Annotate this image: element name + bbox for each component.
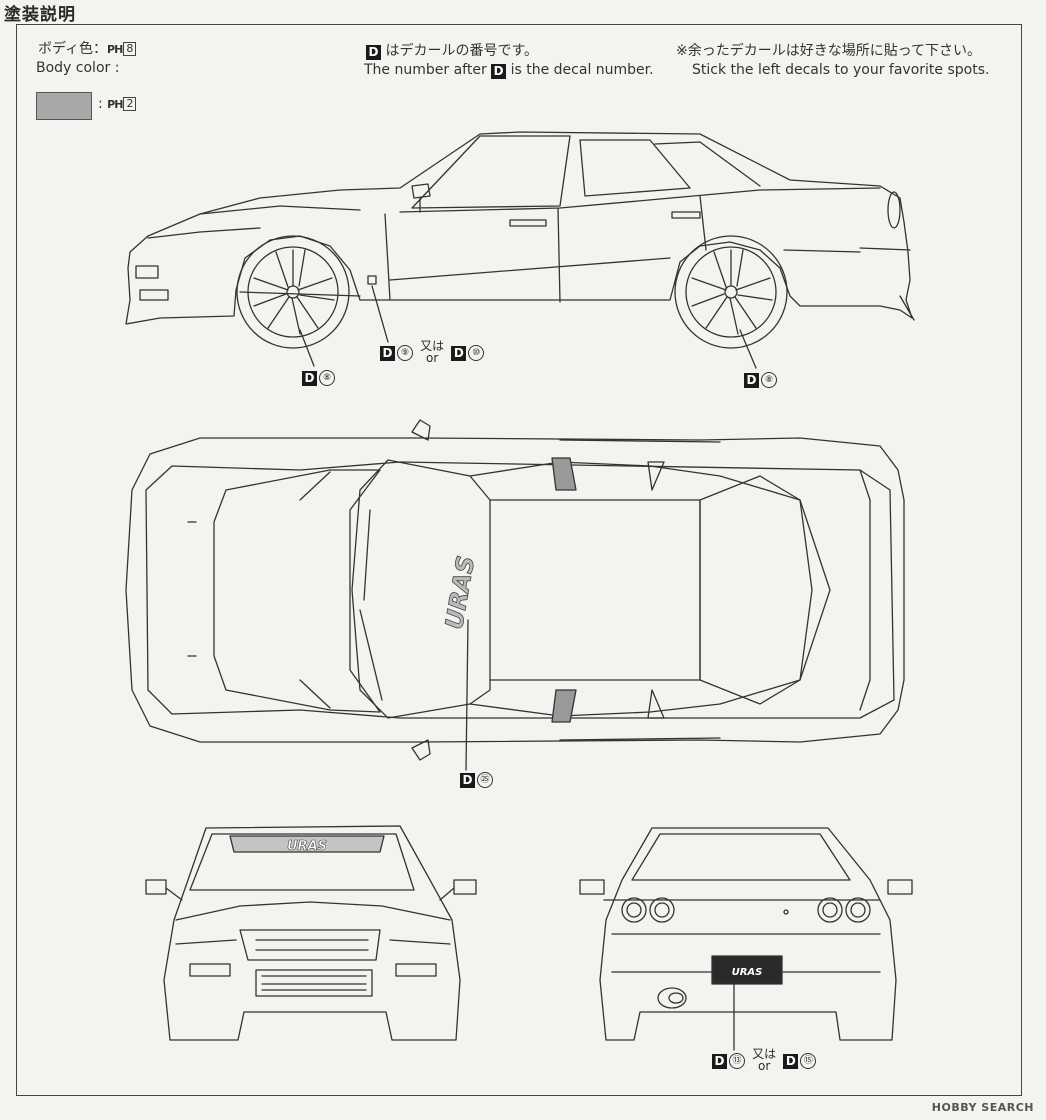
paint-code-number: 8 [123, 42, 137, 56]
front-view-car [145, 825, 477, 1041]
page-title: 塗装説明 [4, 5, 76, 25]
secondary-color-swatch [36, 92, 92, 120]
leftover-note-jp: ※余ったデカールは好きな場所に貼って下さい。 [676, 43, 982, 59]
windshield-banner-decal: URAS [287, 839, 327, 854]
rear-plate-decal: URAS [732, 967, 763, 978]
decal-note-en: The number after D is the decal number. [364, 62, 654, 79]
instruction-frame [16, 24, 1022, 1096]
decal-note-jp: D はデカールの番号です。 [366, 40, 538, 60]
top-view-car [125, 419, 905, 771]
paint-code-prefix: PH [107, 43, 123, 56]
side-view-car [125, 131, 915, 369]
body-color-en: Body color : [36, 60, 120, 76]
decal-letter-badge: D [491, 64, 507, 79]
watermark: HOBBY SEARCH [931, 1101, 1034, 1114]
windshield-top-decal: URAS [440, 554, 480, 632]
rear-view-car [579, 827, 913, 1051]
decal-letter-badge: D [366, 45, 381, 60]
leftover-note-en: Stick the left decals to your favorite s… [692, 62, 990, 78]
